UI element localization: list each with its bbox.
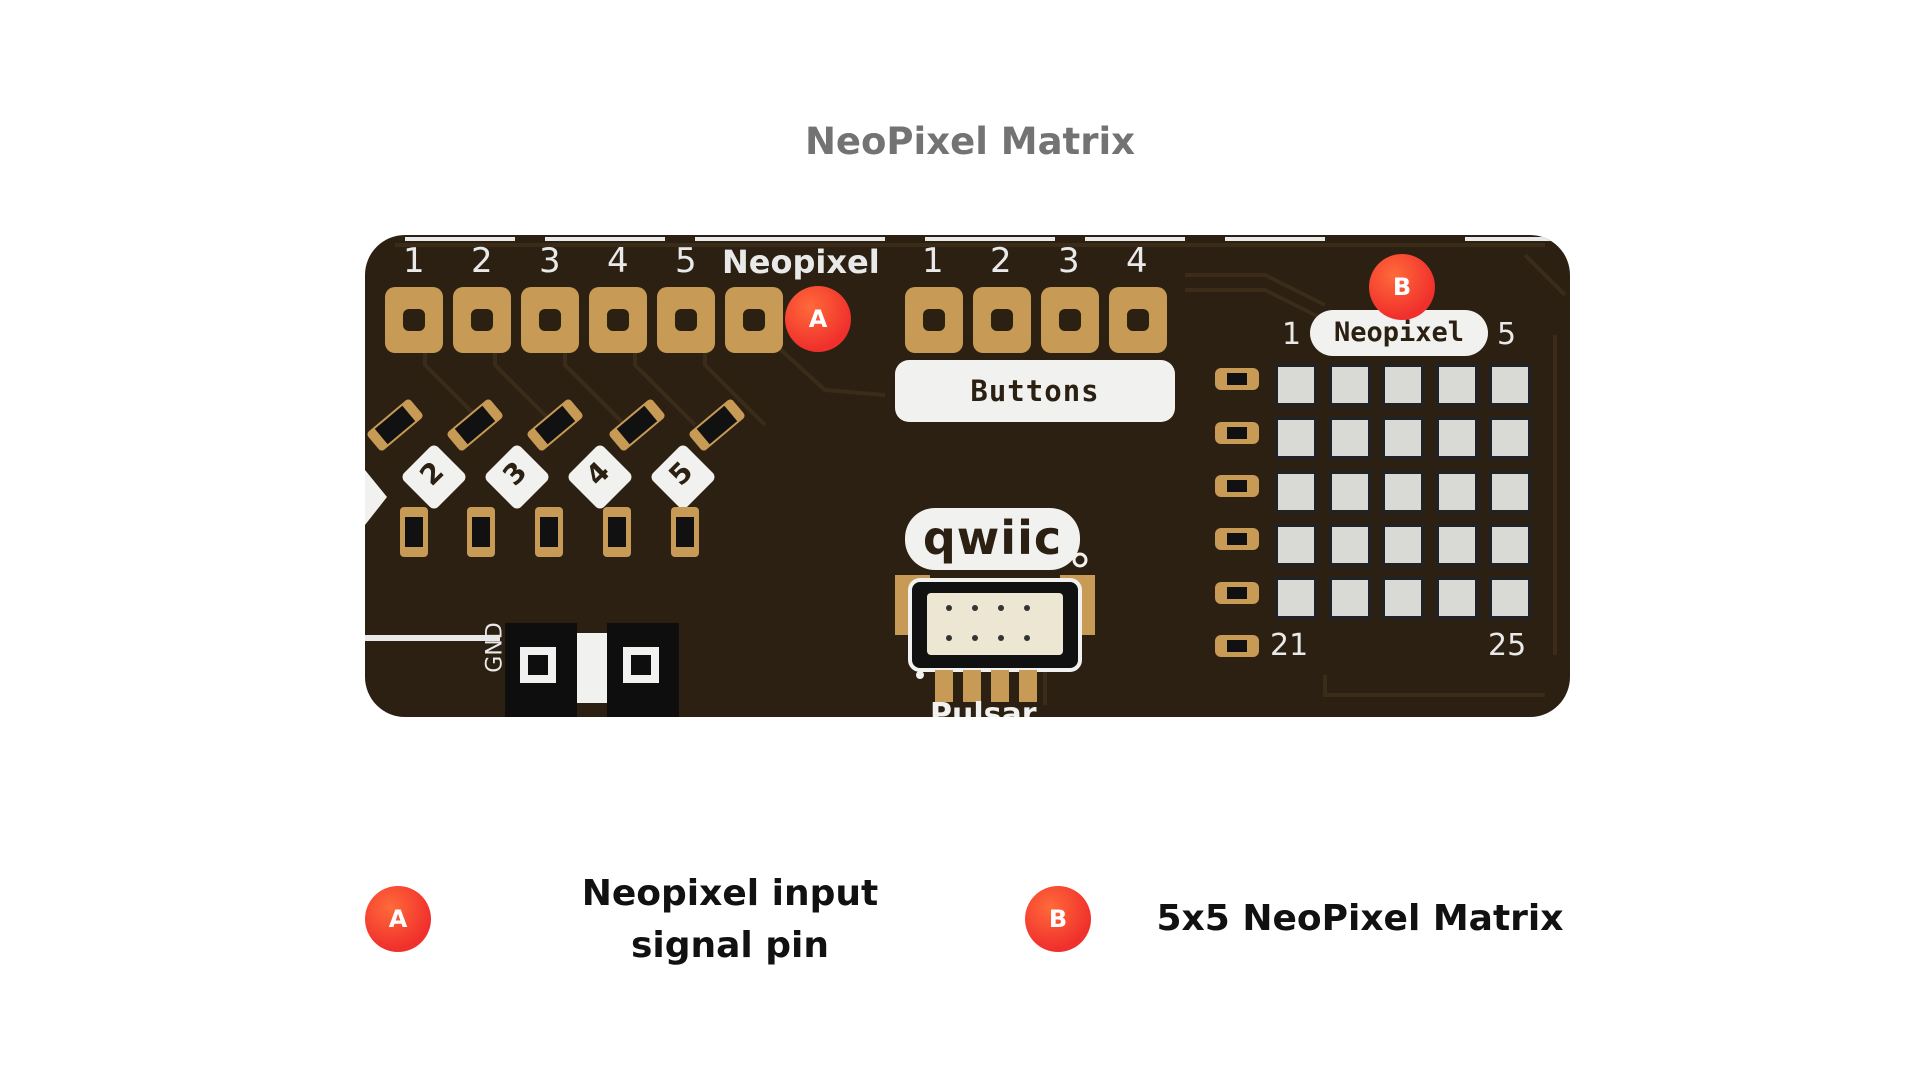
led	[1328, 470, 1372, 514]
led	[1328, 576, 1372, 620]
matrix-corner-21: 21	[1270, 628, 1309, 663]
header-right-num-4: 4	[1126, 241, 1148, 281]
legend-text-b: 5x5 NeoPixel Matrix	[1156, 898, 1564, 939]
matrix-corner-5: 5	[1497, 317, 1517, 352]
led	[1435, 416, 1479, 460]
header-right-num-3: 3	[1058, 241, 1080, 281]
qwiic-connector	[895, 552, 1095, 702]
led	[1274, 576, 1318, 620]
led	[1274, 523, 1318, 567]
led	[1381, 576, 1425, 620]
led	[1488, 363, 1532, 407]
led	[1488, 576, 1532, 620]
pcb-artwork	[365, 237, 1567, 717]
header-neopixel-label: Neopixel	[722, 243, 880, 281]
led	[1328, 416, 1372, 460]
led	[1488, 416, 1532, 460]
header-right-num-2: 2	[990, 241, 1012, 281]
header-left-num-1: 1	[403, 241, 425, 281]
marker-a: A	[785, 286, 851, 352]
header-left-num-5: 5	[675, 241, 697, 281]
led	[1381, 470, 1425, 514]
pcb-board: 1 2 3 4 5 Neopixel 1 2 3 4 Buttons 2 3 4…	[365, 235, 1570, 717]
led	[1328, 363, 1372, 407]
bottom-connectors	[505, 623, 679, 717]
header-left-pads	[385, 287, 783, 353]
page-title: NeoPixel Matrix	[804, 120, 1136, 163]
led	[1274, 470, 1318, 514]
matrix-corner-25: 25	[1488, 628, 1527, 663]
led	[1435, 470, 1479, 514]
matrix-side-pads	[1215, 368, 1259, 657]
led	[1435, 523, 1479, 567]
neopixel-led-matrix	[1274, 363, 1532, 620]
buttons-label: Buttons	[895, 360, 1175, 422]
led	[1488, 470, 1532, 514]
matrix-neopixel-label: Neopixel	[1310, 310, 1488, 356]
led	[1381, 523, 1425, 567]
legend-marker-b: B	[1025, 886, 1091, 952]
header-left-num-2: 2	[471, 241, 493, 281]
marker-b: B	[1369, 254, 1435, 320]
diagonal-resistors	[367, 399, 745, 451]
legend-text-a: Neopixel input signal pin	[581, 873, 879, 966]
header-right-pads	[905, 287, 1167, 353]
qwiic-label: qwiic	[905, 508, 1080, 570]
vertical-components	[400, 507, 699, 557]
led	[1274, 363, 1318, 407]
legend-marker-a: A	[365, 886, 431, 952]
led	[1274, 416, 1318, 460]
led	[1328, 523, 1372, 567]
led	[1381, 363, 1425, 407]
led	[1381, 416, 1425, 460]
led	[1488, 523, 1532, 567]
matrix-corner-1: 1	[1282, 317, 1302, 352]
header-right-num-1: 1	[922, 241, 944, 281]
led	[1435, 363, 1479, 407]
pulsar-label: Pulsar	[930, 697, 1037, 717]
header-left-num-4: 4	[607, 241, 629, 281]
gnd-label: GND	[482, 622, 508, 673]
led	[1435, 576, 1479, 620]
button-diamonds	[365, 445, 715, 525]
header-left-num-3: 3	[539, 241, 561, 281]
